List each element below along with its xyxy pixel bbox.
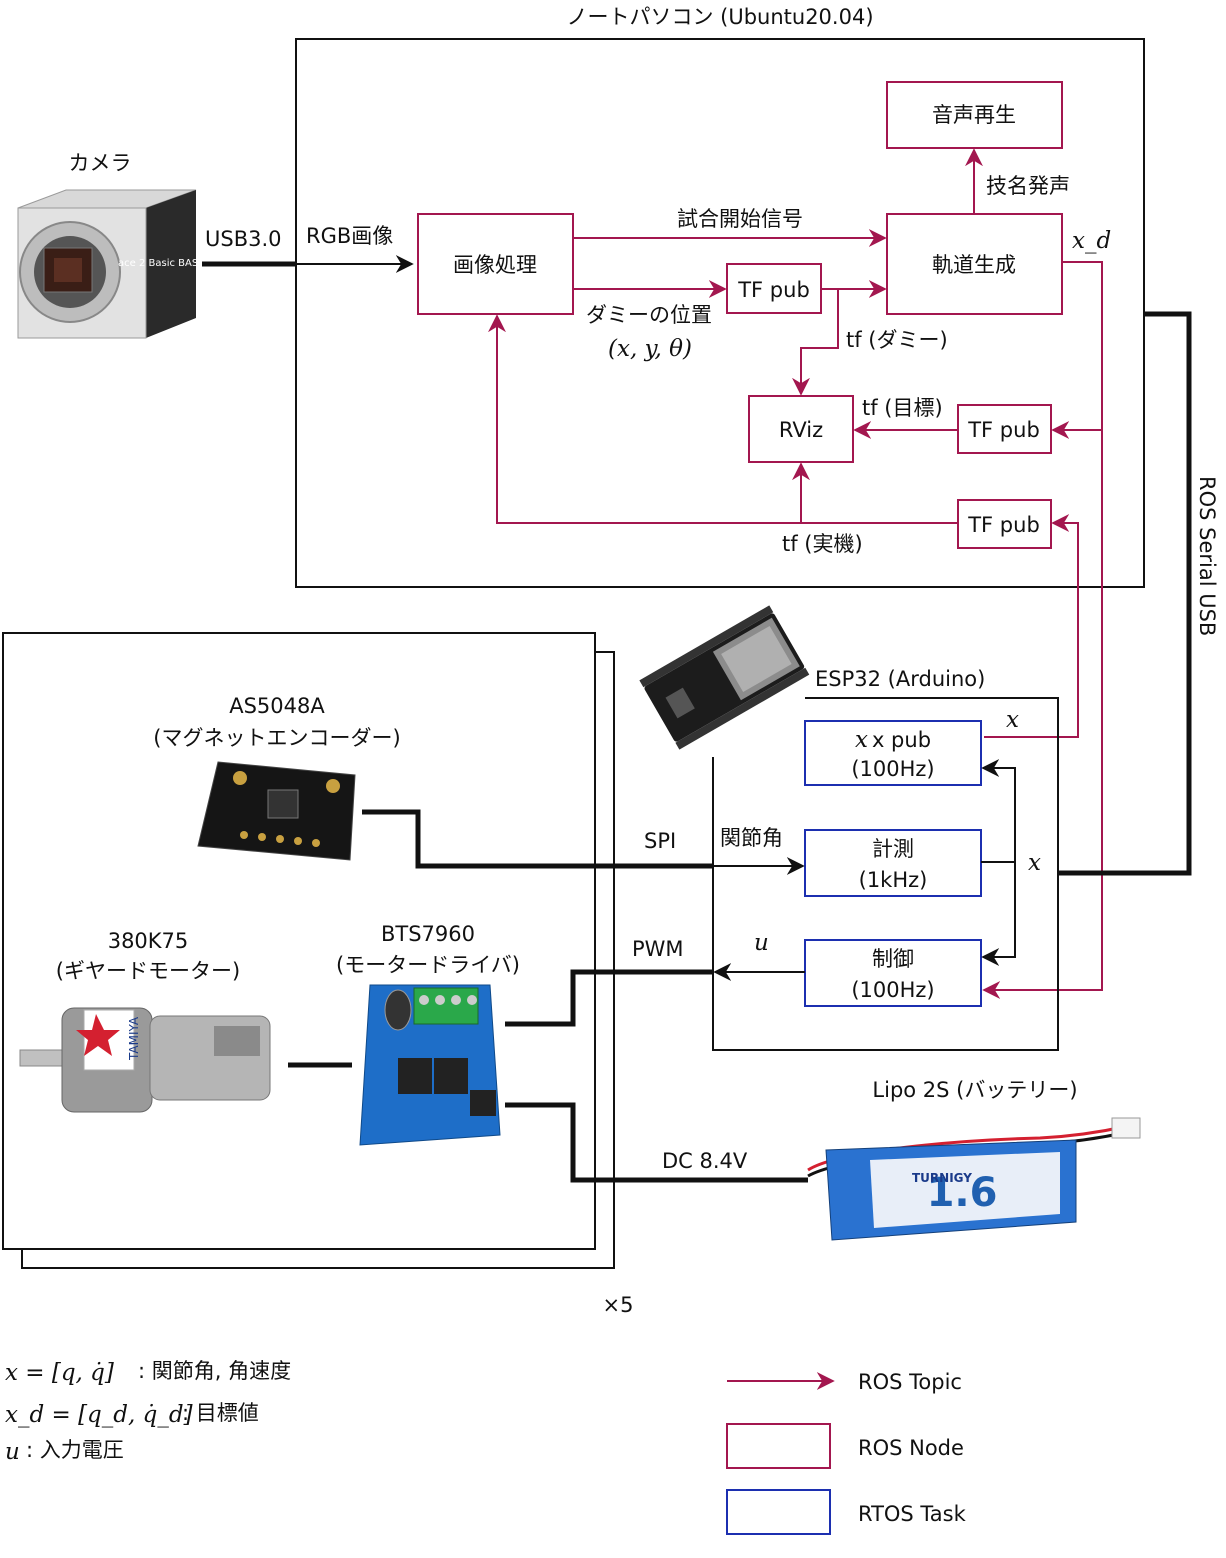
- task-measure[interactable]: 計測 (1kHz): [804, 829, 982, 897]
- topic-skill-call: 技名発声: [965, 148, 1070, 214]
- legend: ROS Topic ROS Node RTOS Task: [726, 1370, 967, 1535]
- task-measure-rate: (1kHz): [859, 868, 928, 892]
- esp32-label: ESP32 (Arduino): [815, 667, 985, 691]
- legend-node-label: ROS Node: [858, 1436, 964, 1460]
- topic-dummy-position-label: ダミーの位置: [586, 303, 712, 327]
- node-tf-pub-real-label: TF pub: [967, 513, 1040, 537]
- task-x-pub-rate: (100Hz): [851, 757, 934, 781]
- svg-text:xx pub: xx pub: [855, 727, 931, 753]
- node-image-processing-label: 画像処理: [453, 253, 537, 277]
- internal-x-flow: x: [981, 759, 1041, 966]
- laptop-title: ノートパソコン (Ubuntu20.04): [566, 5, 873, 29]
- dc-wire: DC 8.4V: [505, 1102, 808, 1183]
- encoder: AS5048A (マグネットエンコーダー): [153, 694, 401, 861]
- task-measure-label: 計測: [872, 837, 914, 861]
- note-x-symbol: x = [q, q̇]: [5, 1360, 114, 1386]
- rgb-label: RGB画像: [306, 224, 393, 248]
- task-control-label: 制御: [872, 947, 914, 971]
- node-tf-pub-dummy[interactable]: TF pub: [726, 263, 822, 314]
- pwm-label: PWM: [632, 937, 684, 961]
- ros-serial-usb-label: ROS Serial USB: [1195, 476, 1219, 636]
- topic-tf-real-label: tf (実機): [782, 532, 863, 556]
- battery-brand: TURNIGY: [912, 1171, 972, 1185]
- camera-brand: ace 2 Basic BASLER: [118, 258, 217, 269]
- node-tf-pub-target-label: TF pub: [967, 418, 1040, 442]
- spi-wire: SPI 関節角: [362, 809, 805, 875]
- note-u-symbol: u: [5, 1439, 20, 1465]
- hardware-stack: ×5: [2, 632, 634, 1317]
- dc-label: DC 8.4V: [662, 1149, 748, 1173]
- topic-start-signal: 試合開始信号: [573, 207, 887, 247]
- motor-brand: TAMIYA: [127, 1016, 141, 1061]
- motor: 380K75 (ギヤードモーター) TAMIYA: [19, 929, 352, 1113]
- usb-label: USB3.0: [205, 227, 282, 251]
- internal-x-label: x: [1028, 850, 1041, 876]
- node-tf-pub-dummy-label: TF pub: [737, 278, 810, 302]
- esp32-board: ESP32 (Arduino): [639, 605, 1059, 1051]
- encoder-desc: (マグネットエンコーダー): [153, 726, 400, 750]
- topic-tf-target: tf (目標): [853, 396, 958, 439]
- driver-desc: (モータードライバ): [336, 953, 520, 977]
- node-trajectory-label: 軌道生成: [932, 253, 1016, 277]
- camera-icon: ace 2 Basic BASLER: [17, 189, 217, 339]
- topic-dummy-position: ダミーの位置 (x, y, θ): [573, 280, 887, 362]
- battery-label: Lipo 2S (バッテリー): [872, 1078, 1077, 1102]
- node-image-processing[interactable]: 画像処理: [417, 213, 574, 315]
- topic-skill-call-label: 技名発声: [986, 174, 1070, 198]
- spi-label: SPI: [644, 829, 676, 853]
- driver-icon: [359, 984, 501, 1146]
- topic-x: x: [984, 514, 1079, 738]
- ros-serial-usb: ROS Serial USB: [1058, 311, 1219, 876]
- topic-start-signal-label: 試合開始信号: [677, 207, 803, 231]
- joint-angle-label: 関節角: [720, 826, 783, 850]
- topic-tf-dummy: tf (ダミー): [792, 289, 948, 396]
- notes: x = [q, q̇] : 関節角, 角速度 x_d = [q_d, q̇_d]…: [5, 1359, 291, 1465]
- battery-capacity: 1.6: [927, 1170, 998, 1216]
- node-trajectory[interactable]: 軌道生成: [886, 213, 1063, 315]
- legend-topic-label: ROS Topic: [858, 1370, 962, 1394]
- esp32-icon: [639, 605, 810, 750]
- encoder-icon: [197, 761, 356, 861]
- battery-icon: 1.6 TURNIGY: [807, 1117, 1141, 1241]
- battery: Lipo 2S (バッテリー) 1.6 TURNIGY: [807, 1078, 1141, 1241]
- node-tf-pub-real[interactable]: TF pub: [957, 499, 1052, 549]
- task-x-pub-label: x pub: [872, 728, 931, 752]
- task-control[interactable]: 制御 (100Hz): [804, 939, 982, 1007]
- node-audio[interactable]: 音声再生: [886, 81, 1063, 149]
- motor-name: 380K75: [108, 929, 189, 953]
- node-rviz[interactable]: RViz: [748, 395, 854, 463]
- topic-tf-real: tf (実機): [488, 314, 958, 556]
- topic-tf-dummy-label: tf (ダミー): [846, 328, 948, 352]
- topic-xd: x_d: [982, 228, 1111, 999]
- note-u-desc: : 入力電圧: [26, 1438, 124, 1462]
- task-control-rate: (100Hz): [851, 978, 934, 1002]
- task-x-pub-symbol: x: [855, 727, 868, 753]
- driver: BTS7960 (モータードライバ): [336, 922, 520, 1146]
- topic-xd-label: x_d: [1072, 228, 1111, 254]
- driver-name: BTS7960: [381, 922, 475, 946]
- note-xd-symbol: x_d = [q_d, q̇_d]: [5, 1402, 193, 1428]
- topic-tf-target-label: tf (目標): [862, 396, 943, 420]
- node-tf-pub-target[interactable]: TF pub: [957, 404, 1052, 454]
- motor-icon: TAMIYA: [19, 1007, 271, 1113]
- topic-x-label: x: [1006, 707, 1019, 733]
- topic-dummy-position-math: (x, y, θ): [608, 336, 692, 362]
- node-rviz-label: RViz: [779, 418, 823, 442]
- note-x-desc: : 関節角, 角速度: [138, 1359, 291, 1383]
- pwm-wire: PWM u: [505, 930, 805, 1027]
- note-xd-desc: : 目標値: [182, 1401, 259, 1425]
- camera: カメラ ace 2 Basic BASLER USB3.0 RGB画像: [17, 151, 414, 339]
- multiplier-label: ×5: [603, 1293, 634, 1317]
- encoder-name: AS5048A: [229, 694, 325, 718]
- camera-label: カメラ: [69, 151, 132, 175]
- u-label: u: [754, 930, 769, 956]
- motor-desc: (ギヤードモーター): [56, 959, 240, 983]
- node-audio-label: 音声再生: [932, 103, 1016, 127]
- legend-task-label: RTOS Task: [858, 1502, 967, 1526]
